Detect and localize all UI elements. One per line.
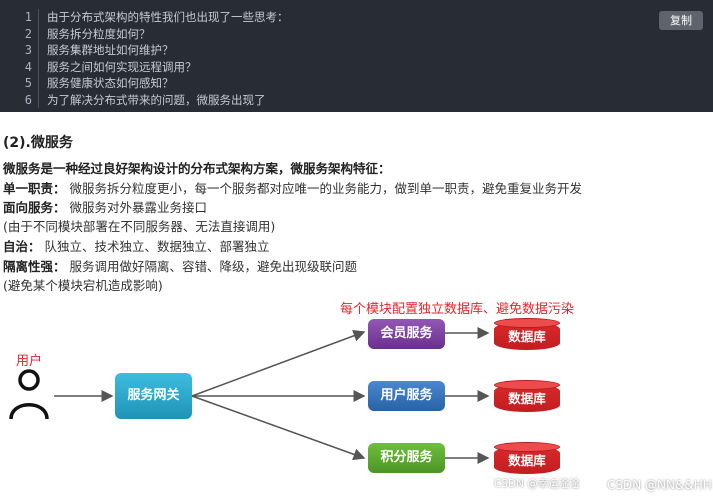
user-label: 用户: [16, 354, 43, 369]
feature-term: 面向服务：: [3, 200, 66, 215]
feature-desc: (避免某个模块宕机造成影响): [3, 278, 163, 293]
code-text: 服务拆分粒度如何？: [47, 26, 151, 41]
line-number: 4: [0, 58, 39, 75]
section-title: (2).微服务: [3, 135, 73, 151]
code-block: 1 由于分布式架构的特性我们也出现了一些思考： 2 服务拆分粒度如何？ 3 服务集群地…: [0, 0, 713, 112]
feature-desc: 微服务对外暴露业务接口: [69, 200, 208, 215]
gateway-box: 服务网关: [115, 373, 192, 419]
feature-autonomy: 自治： 队独立、技术独立、数据独立、部署独立: [3, 236, 270, 255]
code-line: 1 由于分布式架构的特性我们也出现了一些思考：: [0, 9, 289, 26]
feature-term: 自治：: [3, 239, 41, 254]
intro-text: 微服务是一种经过良好架构设计的分布式架构方案，微服务架构特征：: [3, 158, 391, 177]
feature-service-oriented: 面向服务： 微服务对外暴露业务接口: [3, 197, 207, 216]
service-box-user: 用户服务: [368, 381, 445, 411]
line-number: 5: [0, 75, 39, 92]
feature-desc: 服务调用做好隔离、容错、降级，避免出现级联问题: [69, 259, 358, 274]
feature-term: 隔离性强：: [3, 259, 66, 274]
arrow-gateway-member: [191, 330, 366, 397]
feature-single-responsibility: 单一职责： 微服务拆分粒度更小，每一个服务都对应唯一的业务能力，做到单一职责，避…: [3, 178, 582, 197]
feature-note: (避免某个模块宕机造成影响): [3, 275, 163, 294]
line-number: 3: [0, 42, 39, 59]
architecture-diagram: 每个模块配置独立数据库、避免数据污染 用户 服务网关 会员服务 用户服务 积分服…: [0, 292, 713, 500]
code-text: 由于分布式架构的特性我们也出现了一些思考：: [47, 10, 289, 24]
service-box-member: 会员服务: [368, 319, 445, 349]
database-icon: 数据库: [494, 318, 560, 350]
copy-button[interactable]: 复制: [659, 11, 703, 30]
line-number: 6: [0, 91, 39, 108]
user-person-icon: [9, 369, 49, 420]
code-line: 4 服务之间如何实现远程调用？: [0, 58, 289, 75]
feature-isolation: 隔离性强： 服务调用做好隔离、容错、降级，避免出现级联问题: [3, 256, 357, 275]
code-text: 服务集群地址如何维护？: [47, 43, 174, 57]
code-line: 6 为了解决分布式带来的问题，微服务出现了: [0, 91, 289, 108]
feature-desc: 队独立、技术独立、数据独立、部署独立: [44, 239, 270, 254]
code-line: 5 服务健康状态如何感知？: [0, 75, 289, 92]
code-text: 为了解决分布式带来的问题，微服务出现了: [47, 92, 266, 107]
service-box-points: 积分服务: [368, 443, 445, 473]
feature-note: (由于不同模块部署在不同服务器、无法直接调用): [3, 216, 275, 235]
diagram-connectors: [9, 327, 490, 464]
feature-desc: (由于不同模块部署在不同服务器、无法直接调用): [3, 219, 276, 234]
line-number: 1: [0, 9, 39, 26]
database-icon: 数据库: [494, 380, 560, 412]
intro-bold: 微服务是一种经过良好架构设计的分布式架构方案，微服务架构特征：: [3, 161, 391, 176]
watermark-corner: CSDN @NN&&HH: [607, 478, 712, 492]
line-number: 2: [0, 25, 39, 42]
code-line: 2 服务拆分粒度如何？: [0, 25, 289, 42]
database-icon: 数据库: [494, 442, 560, 474]
arrow-gateway-points: [191, 395, 366, 461]
code-text: 服务健康状态如何感知？: [47, 76, 174, 90]
code-text: 服务之间如何实现远程调用？: [47, 59, 197, 74]
feature-desc: 微服务拆分粒度更小，每一个服务都对应唯一的业务能力，做到单一职责，避免重复业务开…: [69, 181, 583, 196]
code-line: 3 服务集群地址如何维护？: [0, 42, 289, 59]
code-lines: 1 由于分布式架构的特性我们也出现了一些思考： 2 服务拆分粒度如何？ 3 服务集群地…: [0, 9, 289, 108]
feature-term: 单一职责：: [3, 181, 66, 196]
db-caption: 每个模块配置独立数据库、避免数据污染: [340, 302, 575, 317]
watermark-inner: CSDN @幸运淦淦: [494, 478, 580, 490]
